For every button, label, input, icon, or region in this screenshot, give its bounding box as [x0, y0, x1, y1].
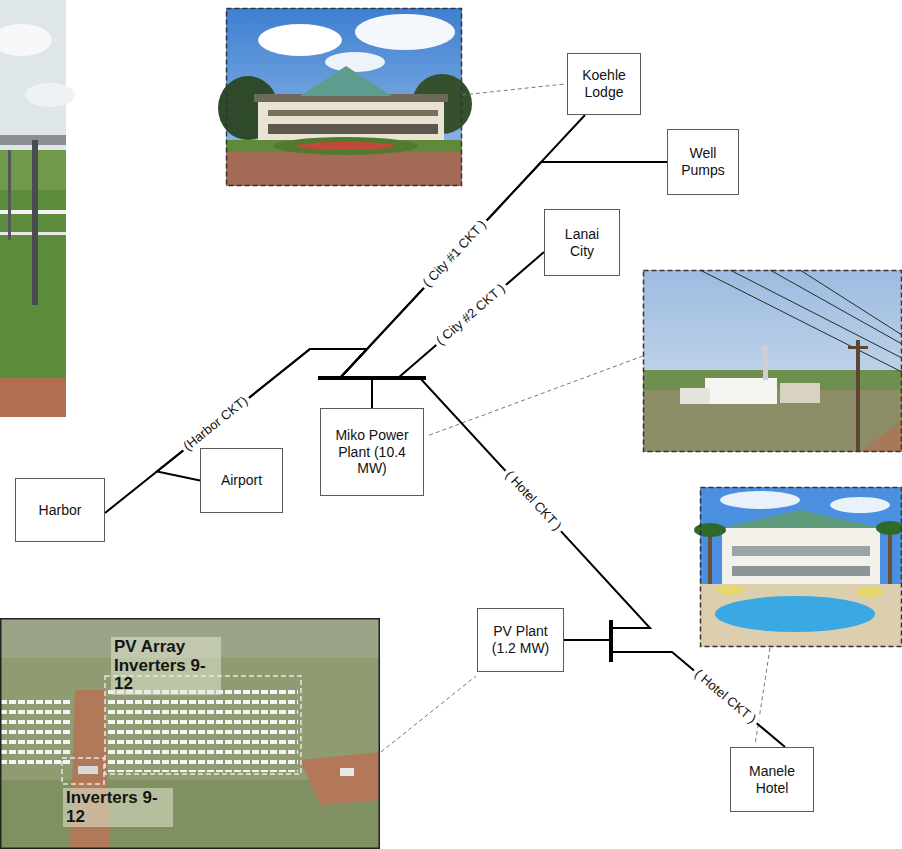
photo-post [32, 140, 38, 305]
hotel-building [722, 528, 880, 584]
photo-vehicle [340, 768, 354, 776]
leader-line [427, 356, 643, 436]
photo-dirt [300, 752, 380, 805]
circuit-label: ( Hotel CKT ) [689, 665, 761, 729]
umbrella [716, 585, 744, 595]
photo-annotation: PV Array Inverters 9- 12 [111, 637, 221, 695]
photo-sky [226, 8, 462, 186]
photo-sky [700, 487, 902, 647]
utility-pole [848, 346, 868, 349]
power-line [700, 270, 902, 372]
photo-sky [0, 0, 66, 417]
lodge-windows [268, 110, 438, 116]
inverter-outline [62, 758, 104, 784]
leader-line [755, 648, 770, 745]
load-box: Koehle Lodge [567, 53, 641, 115]
field-photo [0, 0, 75, 417]
box-label: Airport [221, 472, 262, 489]
photo-frame [1, 619, 380, 849]
circuit-line [372, 252, 544, 408]
photo-frame [701, 488, 902, 647]
power-line [730, 270, 902, 358]
photo-annotation: Inverters 9- 12 [63, 788, 173, 827]
load-box: PV Plant (1.2 MW) [477, 608, 564, 672]
photo-frame [644, 271, 902, 452]
photo-cloud [25, 83, 75, 107]
hotel-roof [722, 510, 880, 528]
leader-line [462, 84, 565, 95]
palm-trunk [708, 530, 712, 590]
photo-flowers [296, 142, 396, 150]
plant-tanks [780, 383, 820, 403]
circuit-label: ( Hotel CKT ) [500, 465, 566, 535]
photo-driveway [226, 152, 462, 186]
photo-cloud [355, 14, 455, 50]
photo-sky [643, 270, 902, 452]
box-label: Manele Hotel [737, 763, 807, 797]
photo-frame [227, 9, 462, 186]
load-box: Lanai City [544, 209, 620, 276]
box-label: Harbor [39, 502, 82, 519]
inverter-pad [78, 766, 98, 774]
plant-stack [763, 346, 768, 380]
photo-cloud [258, 24, 342, 56]
palm-trunk [888, 528, 892, 588]
photo-cloud [720, 491, 800, 509]
lodge-roof [300, 66, 392, 96]
photo-cloud [830, 497, 890, 513]
photo-dirt [0, 378, 66, 417]
power-line [770, 270, 902, 344]
hotel-photo [694, 487, 902, 647]
pool [715, 596, 875, 632]
circuit-line [340, 162, 667, 408]
hotel-arches [732, 546, 870, 556]
box-label: Lanai City [555, 226, 609, 260]
pv-panels [108, 688, 298, 772]
load-box: Well Pumps [667, 129, 739, 195]
photo-cloud [0, 24, 52, 56]
lodge-photo [218, 8, 472, 186]
box-label: Miko Power Plant (10.4 MW) [327, 427, 417, 477]
load-box: Airport [200, 448, 283, 513]
box-label: Koehle Lodge [574, 67, 634, 101]
plant-building [705, 378, 777, 404]
power-line [800, 270, 902, 335]
box-label: PV Plant (1.2 MW) [486, 623, 556, 657]
lodge-porch [268, 124, 438, 134]
hotel-arches [732, 566, 870, 576]
leader-line [381, 676, 476, 752]
utility-pole [856, 340, 860, 452]
circuit-label: ( City #2 CKT ) [431, 279, 510, 350]
photo-field [0, 618, 380, 849]
circuit-line [564, 640, 785, 747]
circuit-label: (Harbor CKT) [178, 392, 253, 456]
pool-deck [700, 584, 902, 647]
plant-building [680, 388, 710, 404]
power-plant-photo [643, 270, 902, 452]
umbrella [856, 587, 884, 597]
photo-flowerbed [274, 137, 418, 155]
palm-leaves [694, 523, 726, 537]
photo-road [860, 420, 902, 452]
load-box: Miko Power Plant (10.4 MW) [320, 408, 424, 496]
circuit-label: ( City #1 CKT ) [418, 216, 491, 293]
photo-cloud [325, 52, 385, 72]
box-label: Well Pumps [674, 145, 732, 179]
palm-leaves [876, 521, 902, 535]
pv-panels [0, 695, 72, 767]
pv-array-photo [0, 618, 380, 849]
load-box: Harbor [15, 478, 105, 542]
load-box: Manele Hotel [730, 747, 814, 812]
photo-post [8, 150, 11, 240]
